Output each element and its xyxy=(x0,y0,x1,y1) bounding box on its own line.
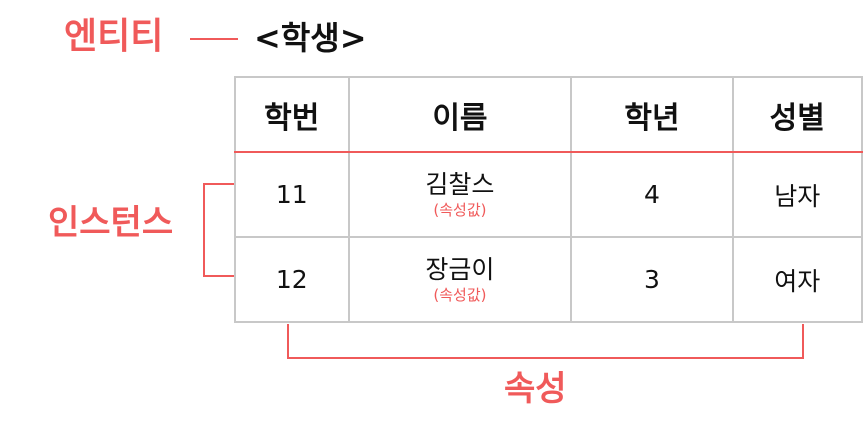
instance-label: 인스턴스 xyxy=(48,203,174,243)
instance-bracket xyxy=(203,183,234,277)
attribute-value-note: (속성값) xyxy=(433,285,487,304)
cell-grade: 4 xyxy=(570,151,734,238)
cell-id: 12 xyxy=(234,236,350,323)
attribute-bracket xyxy=(287,324,804,359)
table-row: 12 장금이 (속성값) 3 여자 xyxy=(234,236,863,323)
attribute-value-note: (속성값) xyxy=(433,200,487,219)
attribute-label: 속성 xyxy=(504,369,567,409)
column-header-name: 이름 xyxy=(347,76,573,153)
table-row: 11 김찰스 (속성값) 4 남자 xyxy=(234,151,863,238)
cell-gender: 여자 xyxy=(731,236,863,323)
name-value: 장금이 xyxy=(425,254,495,284)
column-header-grade: 학년 xyxy=(570,76,734,153)
cell-id: 11 xyxy=(234,151,350,238)
cell-grade: 3 xyxy=(570,236,734,323)
cell-name: 김찰스 (속성값) xyxy=(347,151,573,238)
name-value: 김찰스 xyxy=(425,169,495,199)
column-header-gender: 성별 xyxy=(731,76,863,153)
cell-name: 장금이 (속성값) xyxy=(347,236,573,323)
column-header-id: 학번 xyxy=(234,76,350,153)
entity-label: 엔티티 xyxy=(64,16,164,57)
header-row: 학번 이름 학년 성별 xyxy=(234,76,863,153)
cell-gender: 남자 xyxy=(731,151,863,238)
student-table: 학번 이름 학년 성별 11 김찰스 (속성값) 4 남자 12 장금이 (속성… xyxy=(234,76,863,323)
entity-connector-line xyxy=(190,38,238,40)
entity-name: <학생> xyxy=(254,19,367,57)
